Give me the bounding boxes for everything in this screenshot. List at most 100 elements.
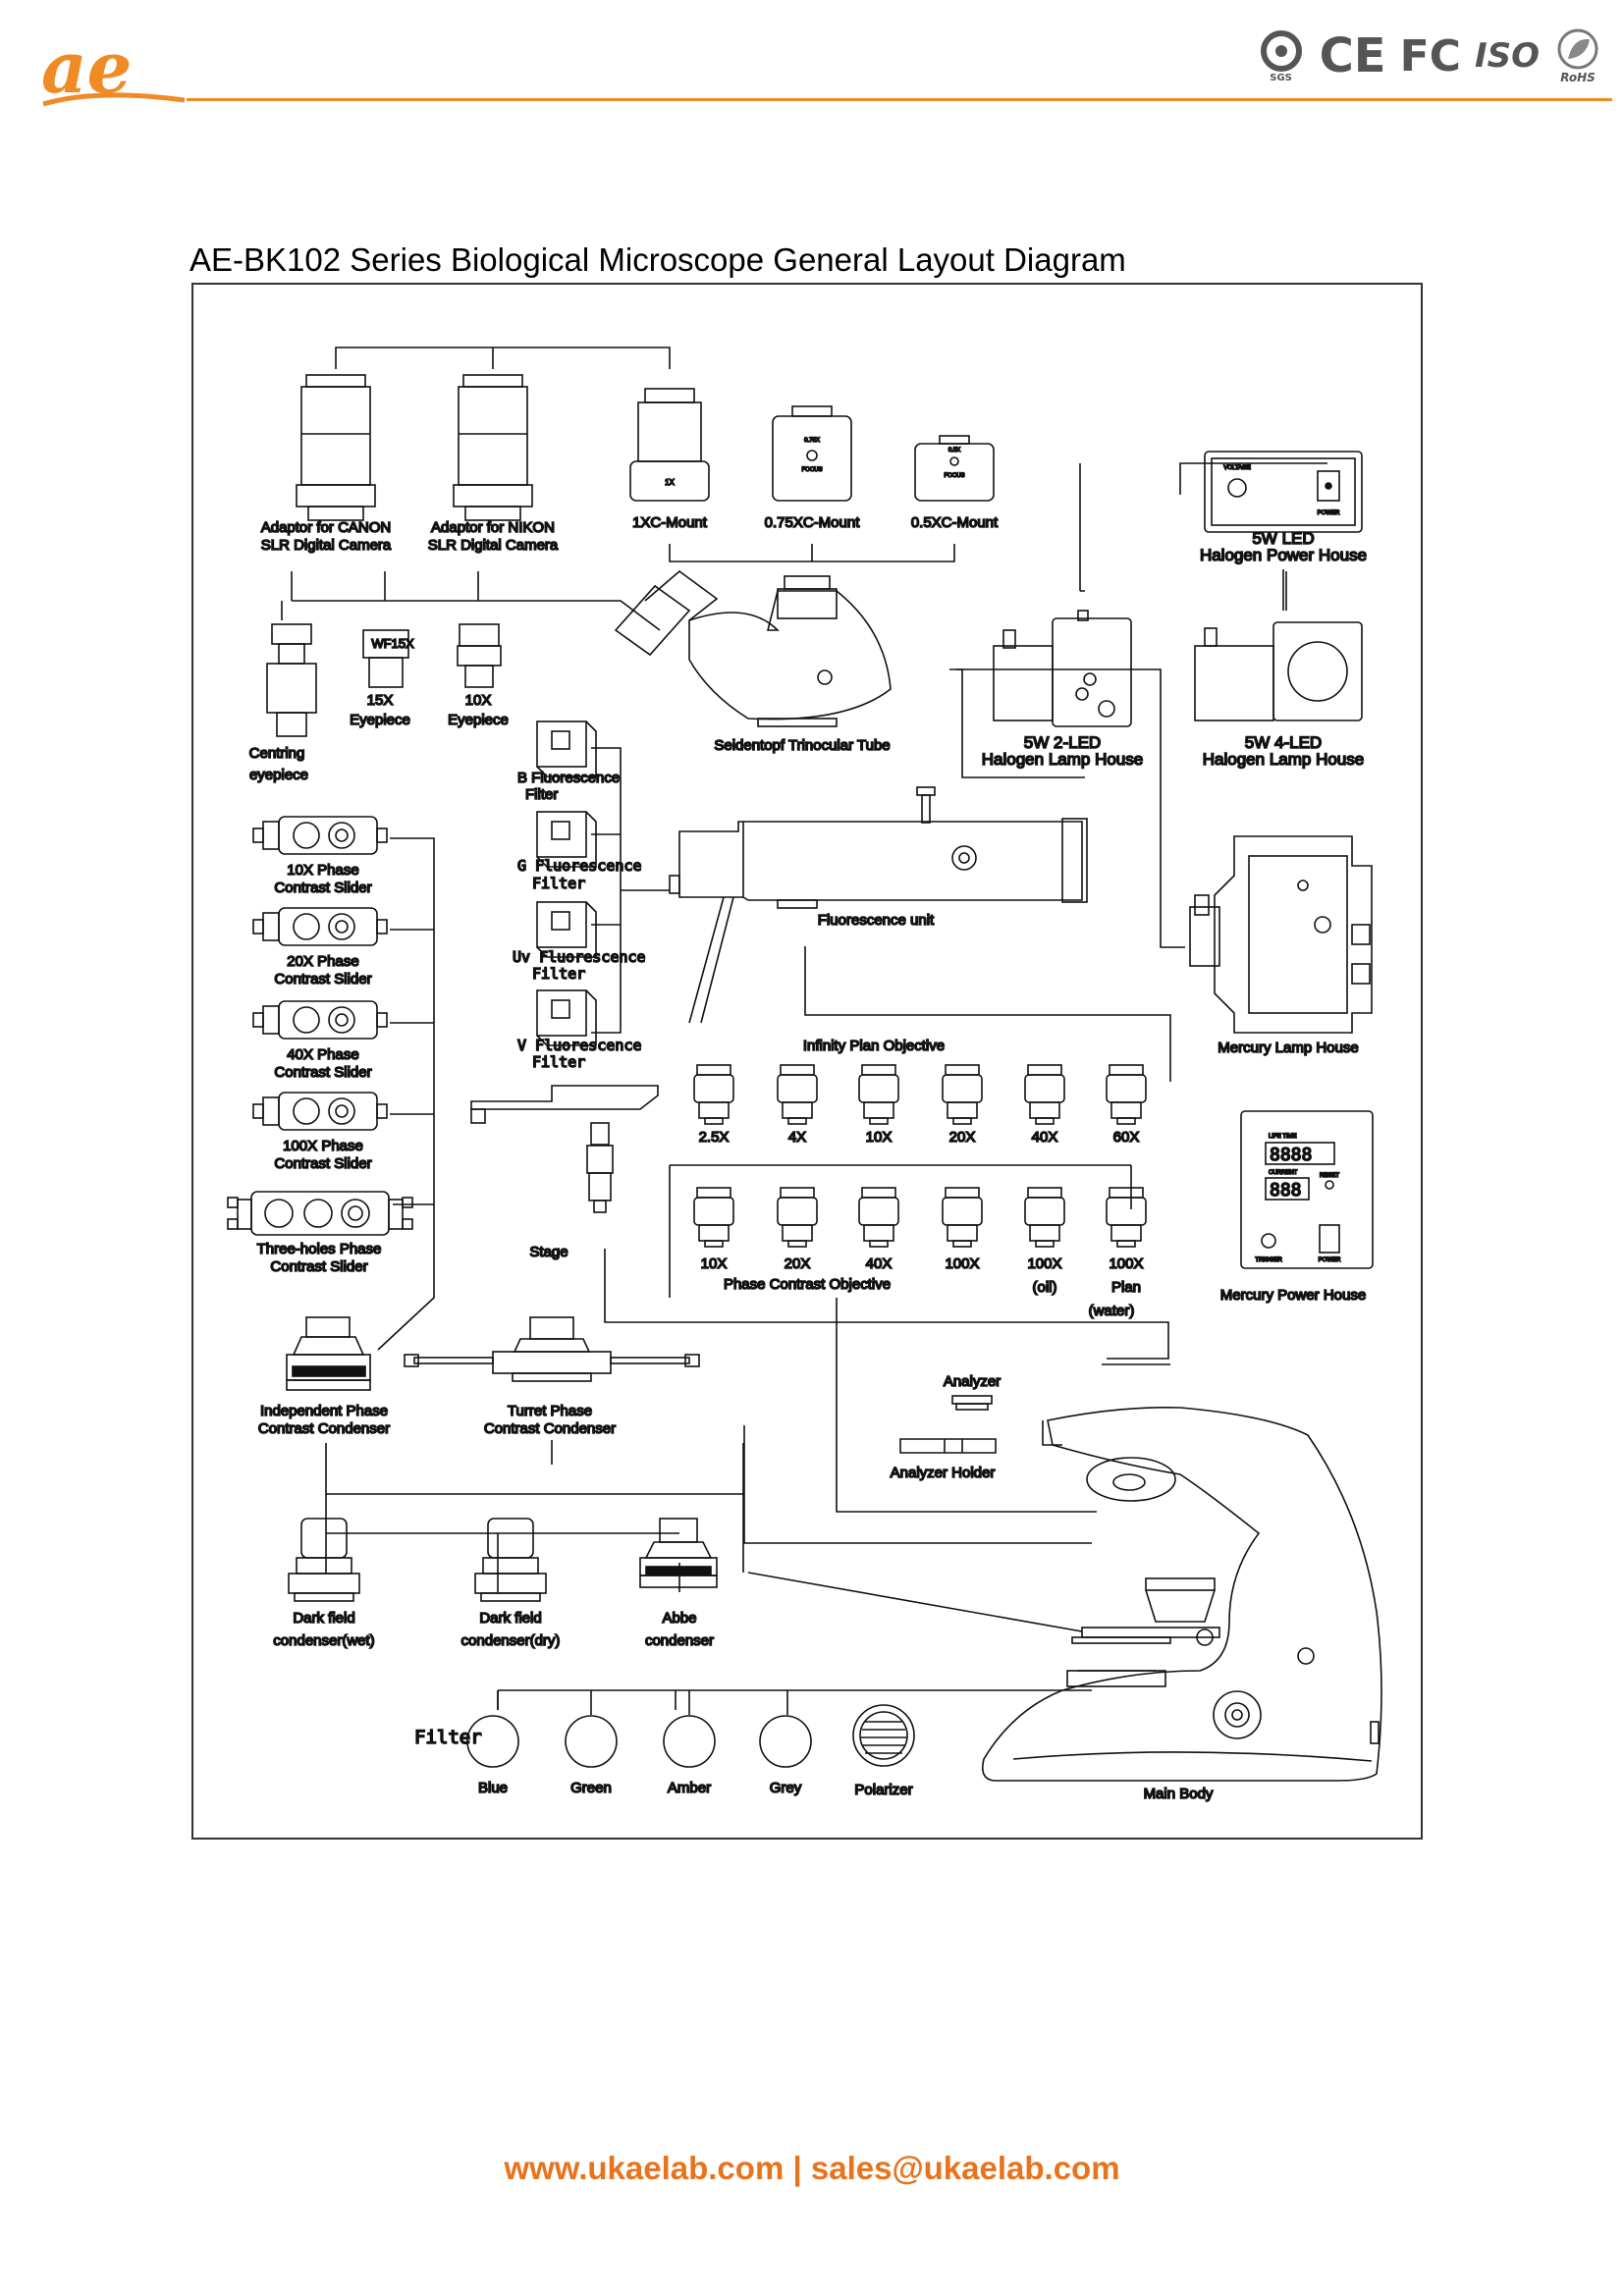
phase-objective: [777, 1187, 818, 1248]
sgs-icon: [1260, 29, 1302, 72]
ce-mark: CE: [1319, 28, 1386, 83]
mercury-reset-mark: RESET: [1320, 1173, 1339, 1179]
phase-objective: [942, 1187, 983, 1248]
adaptor-canon-label-2: SLR Digital Camera: [261, 537, 392, 554]
v-filter: V Fluorescence Filter: [516, 989, 642, 1072]
adaptor-canon-label-1: Adaptor for CANON: [261, 519, 392, 536]
c-mount-1x: 1X 1XC-Mount: [629, 388, 710, 532]
slider-100x-label-2: Contrast Slider: [274, 1155, 371, 1172]
polarizer: Polarizer: [852, 1704, 915, 1799]
led-power-label-1: 5W LED: [1252, 529, 1314, 548]
slider-20x-label-1: 20X Phase: [287, 953, 358, 970]
analyzer: Analyzer: [943, 1372, 1001, 1411]
lamp-2led-label-2: Halogen Lamp House: [982, 750, 1143, 769]
mount-05x-focus-mark: FOCUS: [945, 473, 965, 479]
turret-condenser: Turret Phase Contrast Condenser: [404, 1316, 700, 1438]
turret-condenser-label-1: Turret Phase: [508, 1403, 592, 1419]
eyepiece-15x-mark: WF15X: [371, 636, 414, 651]
header-rule: [187, 98, 1612, 101]
infinity-objective: [777, 1064, 818, 1125]
abbe-label-2: condenser: [645, 1632, 714, 1649]
filter-grey: [759, 1715, 812, 1768]
mount-075x-focus-mark: FOCUS: [802, 467, 823, 473]
slider-three-holes: Three-holes Phase Contrast Slider: [227, 1191, 413, 1276]
slider-10x-label-1: 10X Phase: [287, 862, 358, 879]
dark-field-condenser-dry: Dark field condenser(dry): [460, 1518, 561, 1650]
g-filter-label-2: Filter: [532, 875, 585, 892]
main-body-label: Main Body: [1144, 1786, 1214, 1802]
turret-condenser-label-2: Contrast Condenser: [484, 1420, 616, 1437]
slider-40x-label-1: 40X Phase: [287, 1046, 358, 1063]
trinocular-label: Seidentopf Trinocular Tube: [714, 737, 890, 754]
connector-lines: [281, 347, 1327, 1710]
led-power-mark: POWER: [1318, 510, 1340, 516]
mercury-lifetime-display: 8888: [1270, 1145, 1312, 1165]
led-power-house: VOLTAGE POWER 5W LED Halogen Power House: [1199, 451, 1368, 565]
eyepiece-15x: WF15X 15X Eyepiece: [349, 629, 415, 729]
iso-mark: ISO: [1474, 36, 1540, 76]
rohs-leaf-icon: [1557, 28, 1598, 70]
infinity-objective-label: 40X: [1032, 1129, 1058, 1146]
centring-label-1: Centring: [249, 745, 305, 762]
indep-condenser-label-1: Independent Phase: [260, 1403, 388, 1419]
mercury-lamp-house: Mercury Lamp House: [1189, 835, 1373, 1057]
mount-1x-label: 1XC-Mount: [632, 514, 708, 531]
filter-blue-label: Blue: [478, 1780, 508, 1796]
filter-label: Filter: [414, 1727, 482, 1748]
infinity-objective-label: 4X: [788, 1129, 806, 1146]
slider-100x-label-1: 100X Phase: [283, 1138, 363, 1154]
eyepiece-10x-label-2: Eyepiece: [448, 712, 509, 728]
fluorescence-unit: Fluorescence unit: [669, 786, 1088, 1024]
infinity-objective: [693, 1064, 734, 1125]
footer: www.ukaelab.com | sales@ukaelab.com: [0, 2150, 1624, 2187]
sgs-text: SGS: [1270, 72, 1292, 83]
website-link[interactable]: www.ukaelab.com: [504, 2150, 785, 2186]
c-mount-075x: 0.75X FOCUS 0.75XC-Mount: [764, 405, 861, 532]
infinity-objective: [1024, 1064, 1065, 1125]
phase-objective: [693, 1187, 734, 1248]
centring-label-2: eyepiece: [249, 767, 308, 783]
analyzer-holder: Analyzer Holder: [890, 1438, 997, 1482]
abbe-condenser: Abbe condenser: [639, 1518, 718, 1650]
indep-condenser-label-2: Contrast Condenser: [258, 1420, 390, 1437]
phase-contrast-sliders: 10X Phase Contrast Slider 20X Phase Cont…: [227, 816, 413, 1276]
slider-40x: 40X Phase Contrast Slider: [252, 1000, 388, 1082]
analyzer-holder-label: Analyzer Holder: [891, 1465, 996, 1481]
phase-objective-label: Phase Contrast Objective: [724, 1276, 891, 1293]
trinocular-tube: Seidentopf Trinocular Tube: [614, 569, 892, 755]
slider-40x-label-2: Contrast Slider: [274, 1064, 371, 1081]
microscope-main-body: Main Body: [981, 1406, 1382, 1803]
lamp-4led-label-2: Halogen Lamp House: [1203, 750, 1364, 769]
rohs-mark: RoHS: [1553, 27, 1602, 84]
adaptor-nikon: Adaptor for NIKON SLR Digital Camera: [427, 374, 560, 555]
adaptor-nikon-label-1: Adaptor for NIKON: [431, 519, 555, 536]
dark-wet-label-1: Dark field: [293, 1610, 354, 1627]
phase-objective-label: 10X: [701, 1255, 728, 1272]
analyzer-label: Analyzer: [944, 1373, 1001, 1390]
phase-objective-note: Plan: [1111, 1279, 1141, 1296]
mercury-current-display: 888: [1270, 1180, 1302, 1201]
phase-objective-label: 20X: [785, 1255, 811, 1272]
filter-green-label: Green: [570, 1780, 612, 1796]
g-filter-label-1: G Fluorescence: [517, 857, 641, 875]
lamp-4led-label-1: 5W 4-LED: [1245, 733, 1322, 752]
filter-set: Filter Blue Green Amber Grey: [413, 1690, 812, 1797]
lamp-2led-label-1: 5W 2-LED: [1024, 733, 1101, 752]
filter-amber: [663, 1715, 716, 1768]
polarizer-label: Polarizer: [854, 1782, 912, 1798]
mercury-lamp-label: Mercury Lamp House: [1218, 1040, 1358, 1056]
lamp-house-4led: 5W 4-LED Halogen Lamp House: [1194, 621, 1365, 770]
eyepiece-15x-label-2: Eyepiece: [350, 712, 410, 728]
centring-eyepiece: Centring eyepiece: [248, 623, 317, 784]
slider-3hole-label-1: Three-holes Phase: [257, 1241, 382, 1257]
stage-label: Stage: [529, 1244, 568, 1260]
phase-objective-label: 100X: [945, 1255, 979, 1272]
mercury-power-house: LIFE TIME CURRENT 8888 888 RESET TRIGGER…: [1219, 1110, 1374, 1305]
mercury-power-mark: POWER: [1319, 1257, 1341, 1263]
email-link[interactable]: sales@ukaelab.com: [810, 2150, 1120, 2186]
sgs-mark: SGS: [1257, 29, 1306, 83]
dark-dry-label-2: condenser(dry): [461, 1632, 561, 1649]
phase-objective: [1106, 1187, 1147, 1248]
